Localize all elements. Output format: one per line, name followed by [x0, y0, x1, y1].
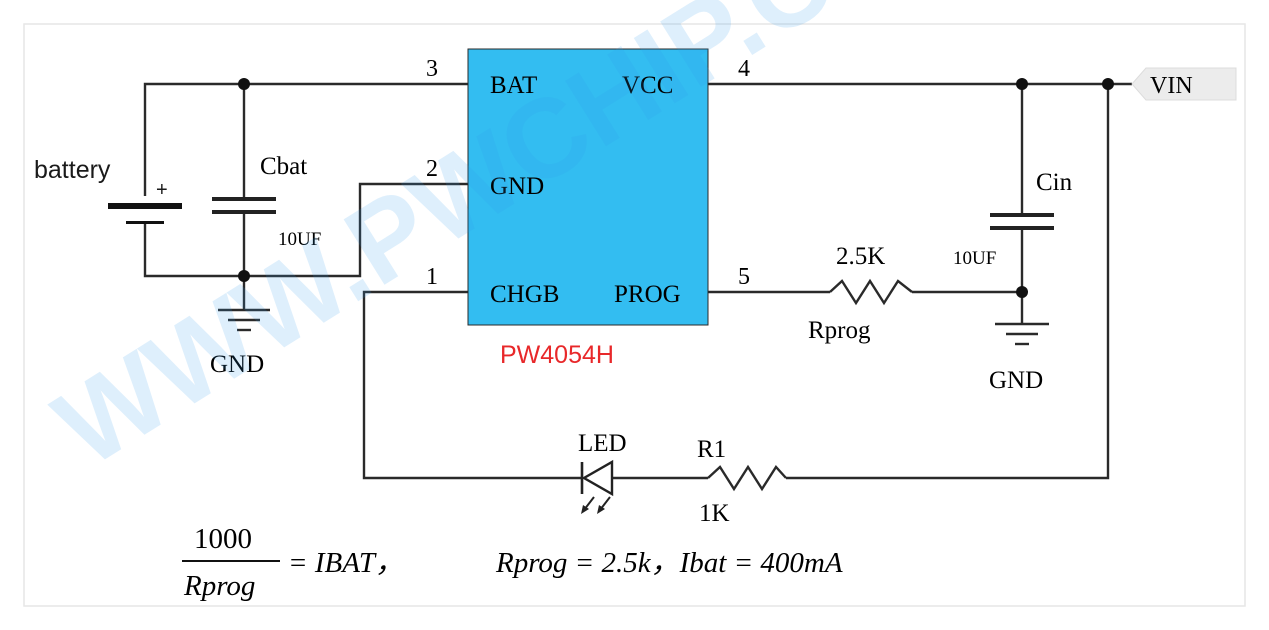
- cbat-label: Cbat: [260, 153, 307, 180]
- rprog-value-label: 2.5K: [836, 243, 885, 270]
- chip-body: [467, 48, 709, 326]
- junction-dot: [238, 270, 250, 282]
- formula-result: = IBAT，: [288, 547, 404, 579]
- battery-long-plate: [108, 203, 182, 209]
- pin-number-4: 4: [738, 56, 750, 82]
- battery-symbol: [108, 203, 182, 224]
- cin-capacitor: [990, 213, 1054, 230]
- wire-chgb: [362, 290, 582, 480]
- cbat-capacitor: [212, 197, 276, 214]
- rprog-label: Rprog: [808, 317, 871, 344]
- vin-connector: [1131, 67, 1237, 101]
- battery-label: battery: [34, 156, 111, 184]
- rprog-resistor: [829, 278, 913, 306]
- gnd-right-label: GND: [989, 367, 1043, 394]
- pin-number-2: 2: [426, 156, 438, 182]
- cin-value-label: 10UF: [953, 248, 996, 269]
- led-label: LED: [578, 430, 627, 457]
- pin-number-5: 5: [738, 264, 750, 290]
- junctions: [238, 78, 1114, 298]
- cin-label: Cin: [1036, 169, 1073, 196]
- formula-denominator: Rprog: [183, 570, 255, 602]
- battery-short-plate: [126, 221, 164, 224]
- cbat-value-label: 10UF: [278, 229, 321, 250]
- formula: 1000 Rprog = IBAT， Rprog = 2.5k，Ibat = 4…: [182, 523, 843, 602]
- formula-example: Rprog = 2.5k，Ibat = 400mA: [495, 547, 843, 579]
- r1-resistor: [707, 464, 787, 492]
- gnd-left-label: GND: [210, 351, 264, 378]
- battery-plus-label: +: [156, 179, 168, 201]
- junction-dot: [1016, 286, 1028, 298]
- led-symbol: [580, 459, 614, 514]
- pin-number-1: 1: [426, 264, 438, 290]
- chip-part-name: PW4054H: [500, 341, 614, 369]
- wire-r1-vin: [786, 84, 1110, 480]
- pin-label-gnd: GND: [490, 173, 544, 200]
- junction-dot: [238, 78, 250, 90]
- junction-dot: [1102, 78, 1114, 90]
- pin-number-3: 3: [426, 56, 438, 82]
- vin-label: VIN: [1150, 73, 1193, 99]
- r1-label: R1: [697, 436, 726, 463]
- pin-label-bat: BAT: [490, 72, 537, 99]
- r1-value-label: 1K: [699, 500, 730, 527]
- wire-bat: [143, 82, 468, 196]
- pin-label-chgb: CHGB: [490, 281, 559, 308]
- pin-label-prog: PROG: [614, 281, 681, 308]
- junction-dot: [1016, 78, 1028, 90]
- wires: [143, 82, 1132, 492]
- pin-label-vcc: VCC: [622, 72, 673, 99]
- formula-numerator: 1000: [194, 523, 252, 555]
- wire-battery-gnd: [143, 182, 468, 278]
